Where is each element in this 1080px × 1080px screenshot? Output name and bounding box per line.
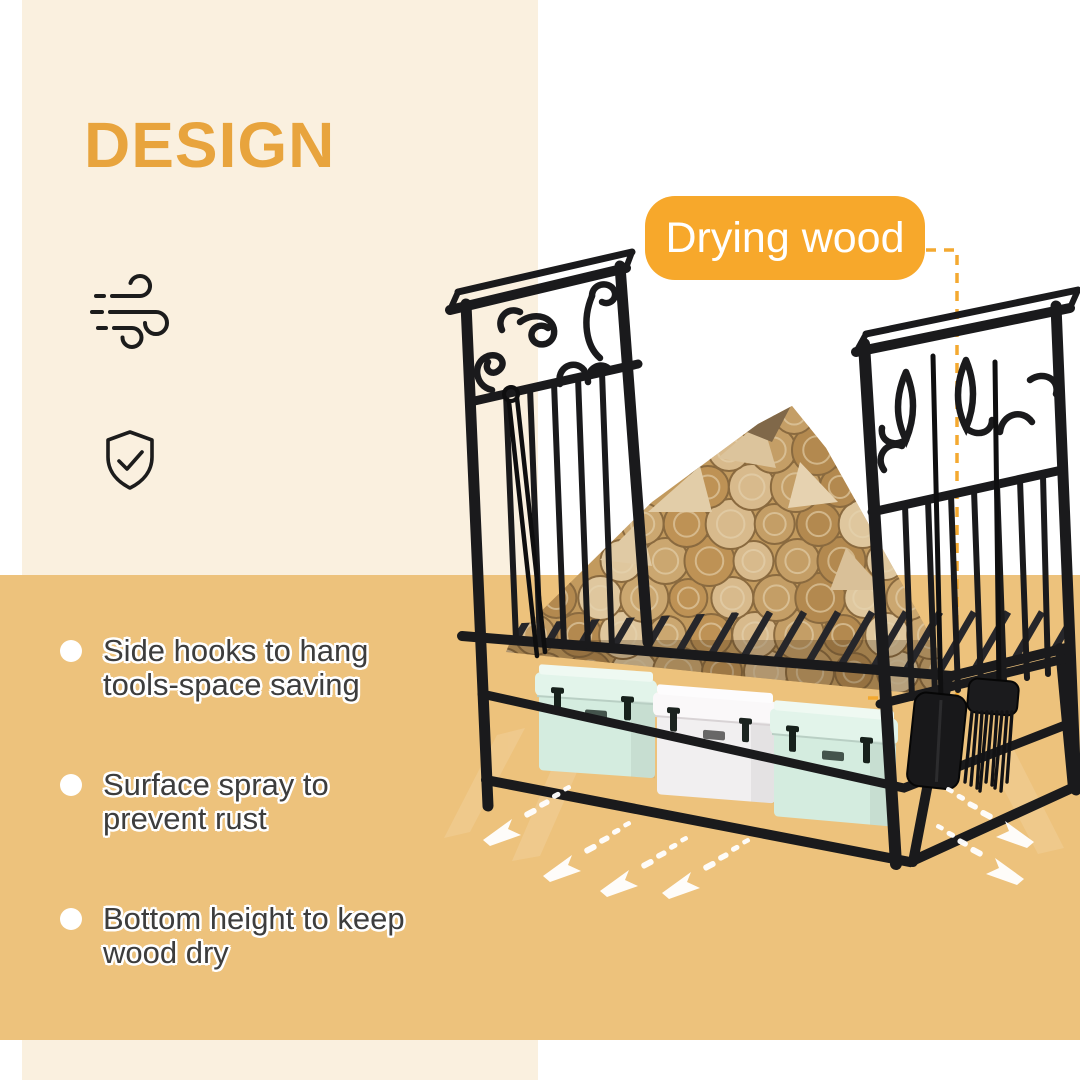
bullet-dot xyxy=(60,774,82,796)
feature-line: tools-space saving xyxy=(103,667,360,702)
bullet-dot xyxy=(60,908,82,930)
fireplace-brush xyxy=(963,359,1020,793)
feature-text: Side hooks to hang tools-space saving xyxy=(103,634,368,702)
feature-text: Surface spray to prevent rust xyxy=(103,768,329,836)
shield-check-icon xyxy=(106,430,154,490)
feature-line: Side hooks to hang xyxy=(103,633,369,668)
wind-icon xyxy=(90,274,169,349)
scrollwork xyxy=(877,356,1060,474)
feature-line: Bottom height to keep xyxy=(103,901,405,936)
feature-text: Bottom height to keep wood dry xyxy=(103,902,405,970)
page-title: DESIGN xyxy=(84,109,336,181)
bullet-dot xyxy=(60,640,82,662)
fireplace-shovel xyxy=(906,353,968,791)
feature-icons xyxy=(90,274,169,490)
feature-line: prevent rust xyxy=(103,801,267,836)
feature-line: wood dry xyxy=(103,935,229,970)
cooler-right xyxy=(770,700,898,827)
feature-item-surface-spray: Surface spray to prevent rust xyxy=(60,768,329,836)
feature-item-side-hooks: Side hooks to hang tools-space saving xyxy=(60,634,368,702)
fire-tongs xyxy=(502,385,548,659)
scrollwork xyxy=(474,281,619,394)
rack-left-panel xyxy=(445,248,654,812)
feature-item-bottom-height: Bottom height to keep wood dry xyxy=(60,902,405,970)
callout-drying-wood: Drying wood xyxy=(645,196,925,280)
feature-line: Surface spray to xyxy=(103,767,329,802)
